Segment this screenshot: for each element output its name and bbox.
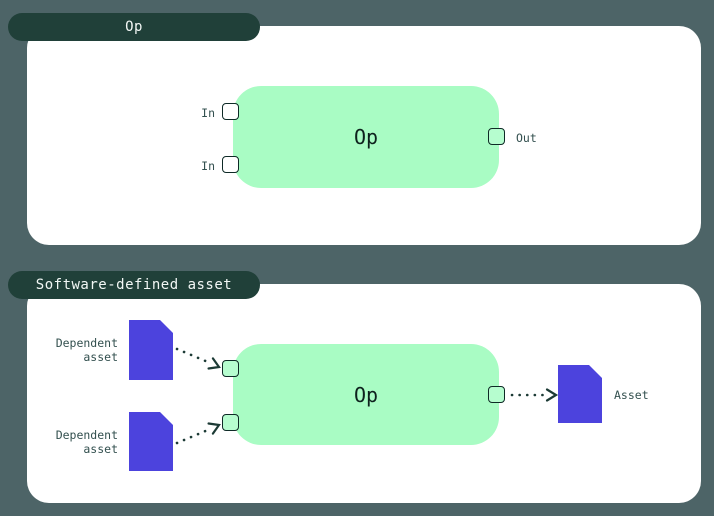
dependent-asset-label-2: Dependent asset bbox=[55, 428, 118, 456]
asset-icon bbox=[558, 365, 602, 423]
input-port-2 bbox=[222, 156, 239, 173]
sda-input-port-1 bbox=[222, 360, 239, 377]
dependency-arrow-1 bbox=[175, 347, 221, 370]
dependent-asset-icon-2 bbox=[129, 412, 173, 471]
tab-op-label: Op bbox=[125, 19, 143, 35]
tab-op: Op bbox=[8, 13, 260, 41]
asset-label: Asset bbox=[614, 388, 649, 402]
sda-op-node-label: Op bbox=[353, 382, 379, 407]
dependent-asset-icon-1 bbox=[129, 320, 173, 380]
input-label-1: In bbox=[201, 106, 215, 120]
op-node-label: Op bbox=[353, 125, 379, 149]
dependent-asset-label-1: Dependent asset bbox=[55, 336, 118, 364]
tab-software-defined-asset: Software-defined asset bbox=[8, 271, 260, 299]
tab-sda-label: Software-defined asset bbox=[35, 277, 233, 293]
sda-output-port bbox=[488, 386, 505, 403]
input-label-2: In bbox=[201, 159, 215, 173]
sda-op-node: Op bbox=[233, 344, 499, 445]
output-arrow bbox=[510, 388, 559, 402]
op-node: Op bbox=[233, 86, 499, 188]
dependency-arrow-2 bbox=[175, 422, 221, 445]
output-port bbox=[488, 128, 505, 145]
sda-input-port-2 bbox=[222, 414, 239, 431]
output-label: Out bbox=[516, 131, 537, 145]
input-port-1 bbox=[222, 103, 239, 120]
